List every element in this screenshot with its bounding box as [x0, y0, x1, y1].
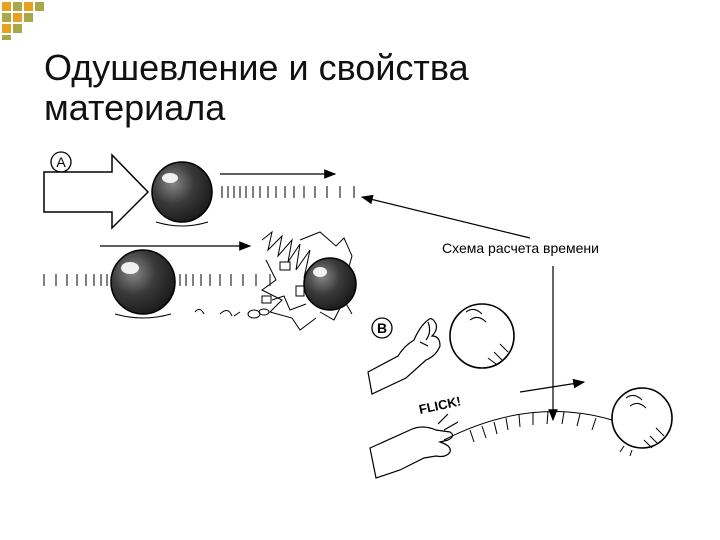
trajectory-curve	[443, 411, 613, 441]
balloon-held	[449, 303, 515, 369]
hand-flicking	[369, 413, 459, 479]
title-line-1: Одушевление и свойства	[44, 47, 469, 88]
panel-a-label: A	[56, 154, 66, 170]
timing-caption: Схема расчета времени	[442, 240, 599, 256]
debris	[194, 308, 270, 319]
title-line-2: материала	[44, 87, 226, 128]
crash-wall	[261, 230, 353, 331]
ball-crash	[303, 257, 357, 311]
caption-pointer-top	[360, 194, 531, 239]
timing-ticks-top	[221, 186, 355, 198]
page-title: Одушевление и свойства материала	[44, 48, 469, 128]
panel-b-label: B	[377, 320, 387, 336]
balloon-flying	[611, 387, 673, 457]
corner-decoration	[2, 2, 44, 40]
motion-arrow-bottom	[519, 378, 586, 393]
trajectory-ticks	[469, 411, 597, 443]
timing-ticks-middle	[43, 274, 271, 286]
ball-middle	[110, 249, 176, 319]
flick-label: FLICK!	[418, 393, 463, 417]
ball-top	[151, 161, 213, 227]
panel-b-badge: B	[371, 317, 393, 339]
push-arrow-shape	[43, 153, 150, 230]
panel-a-badge: A	[50, 151, 72, 173]
hand-holding	[367, 318, 441, 395]
